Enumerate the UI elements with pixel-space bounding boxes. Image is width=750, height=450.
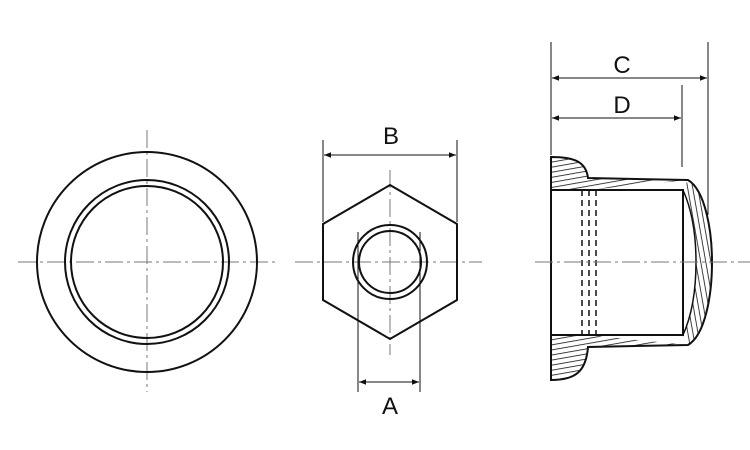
dimension-label-c: C: [613, 52, 630, 79]
side-section-view: C D: [535, 42, 750, 382]
outer-flange-circle: [36, 151, 258, 373]
bore-circle: [70, 185, 224, 339]
thread-outer-circle: [352, 224, 428, 300]
thread-inner-circle: [358, 230, 422, 294]
dimension-label-a: A: [382, 393, 398, 420]
dimension-label-b: B: [383, 123, 399, 150]
hex-view: B A: [295, 123, 482, 420]
dimension-label-d: D: [613, 92, 630, 119]
front-view: [18, 130, 275, 392]
section-hatch-bottom: [551, 335, 688, 380]
section-hatch-top: [551, 157, 688, 190]
hexagon-outline: [322, 183, 458, 341]
body-outer-circle: [64, 179, 230, 345]
